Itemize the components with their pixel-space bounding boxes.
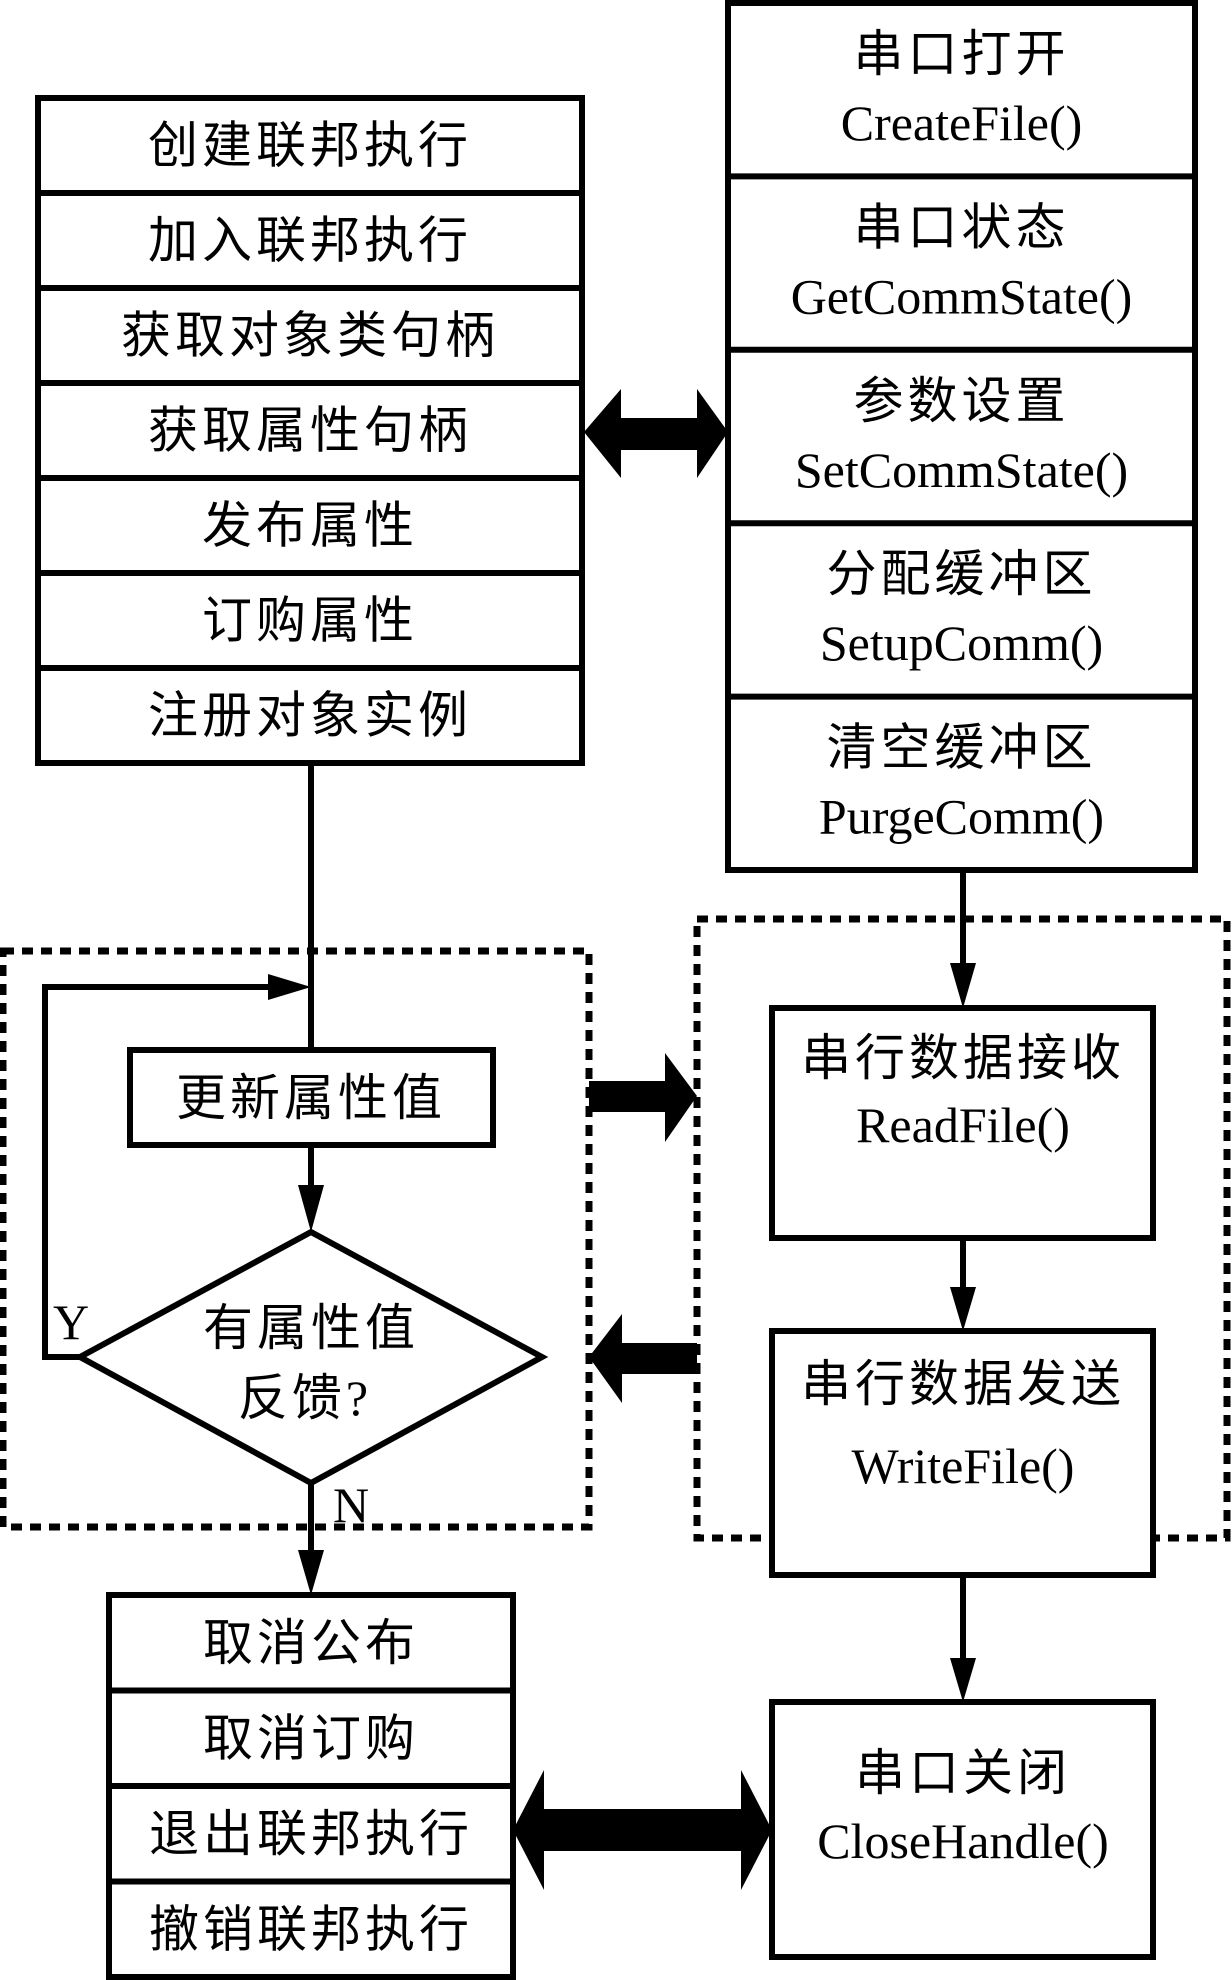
serial-init-item-en: SetupComm() xyxy=(820,615,1103,671)
arrowhead-close xyxy=(950,1658,976,1702)
no-label: N xyxy=(333,1477,369,1533)
serial-write-box: 串行数据发送 WriteFile() xyxy=(769,1328,1156,1578)
hla-exit-item: 撤销联邦执行 xyxy=(149,1901,473,1957)
connector-yes-loop xyxy=(42,984,280,1360)
serial-close-box: 串口关闭 CloseHandle() xyxy=(769,1699,1156,1960)
serial-read-box: 串行数据接收 ReadFile() xyxy=(769,1005,1156,1241)
serial-write-en: WriteFile() xyxy=(852,1438,1075,1494)
serial-init-item-cn: 参数设置 xyxy=(854,373,1070,429)
serial-init-item-en: SetCommState() xyxy=(795,442,1128,498)
decision-line2: 反馈? xyxy=(238,1370,372,1426)
hla-init-item: 创建联邦执行 xyxy=(148,118,472,174)
serial-write-cn: 串行数据发送 xyxy=(801,1356,1125,1412)
serial-init-item-en: GetCommState() xyxy=(791,268,1133,324)
hla-init-item: 订购属性 xyxy=(202,593,418,649)
serial-init-item-en: CreateFile() xyxy=(841,95,1083,151)
feedback-decision: 有属性值 反馈? xyxy=(73,1228,549,1487)
serial-close-en: CloseHandle() xyxy=(817,1813,1109,1869)
hla-update-region xyxy=(0,947,593,1531)
serial-read-cn: 串行数据接收 xyxy=(801,1030,1125,1086)
hla-init-item: 发布属性 xyxy=(202,498,418,554)
hla-exit-item: 取消订购 xyxy=(203,1710,419,1766)
serial-init-stack: 串口打开 CreateFile() 串口状态 GetCommState() 参数设置 Se… xyxy=(725,0,1198,873)
connectors xyxy=(42,763,976,1702)
update-attribute-box: 更新属性值 xyxy=(127,1047,496,1148)
decision-line1: 有属性值 xyxy=(203,1300,419,1356)
double-arrow-hla-serial xyxy=(584,389,728,478)
hla-exit-item: 取消公布 xyxy=(203,1615,419,1671)
serial-read-en: ReadFile() xyxy=(856,1097,1070,1153)
hla-exit-item: 退出联邦执行 xyxy=(149,1806,473,1862)
arrowhead-exit xyxy=(298,1550,324,1595)
serial-init-item-cn: 分配缓冲区 xyxy=(827,546,1097,602)
arrow-hla-to-serial xyxy=(589,1053,697,1142)
serial-init-item-en: PurgeComm() xyxy=(819,789,1104,845)
serial-init-frame xyxy=(725,0,1198,873)
arrowhead-write xyxy=(950,1287,976,1331)
double-arrow-exit-close xyxy=(513,1770,772,1890)
yes-label: Y xyxy=(53,1294,89,1350)
hla-init-item: 获取属性句柄 xyxy=(148,403,472,459)
serial-init-item-cn: 串口打开 xyxy=(854,26,1070,82)
hla-init-item: 注册对象实例 xyxy=(148,688,472,744)
serial-init-item-cn: 串口状态 xyxy=(854,199,1070,255)
serial-close-cn: 串口关闭 xyxy=(855,1745,1071,1801)
arrow-serial-to-hla xyxy=(589,1314,697,1403)
hla-init-item: 加入联邦执行 xyxy=(148,213,472,269)
update-attribute-label: 更新属性值 xyxy=(176,1070,446,1126)
hla-init-frame xyxy=(35,95,585,766)
arrowhead-yes-loop xyxy=(268,974,311,1000)
serial-init-item-cn: 清空缓冲区 xyxy=(827,720,1097,776)
arrowhead-read xyxy=(950,963,976,1008)
arrowhead-decision xyxy=(298,1185,324,1232)
hla-init-item: 获取对象类句柄 xyxy=(121,308,499,364)
